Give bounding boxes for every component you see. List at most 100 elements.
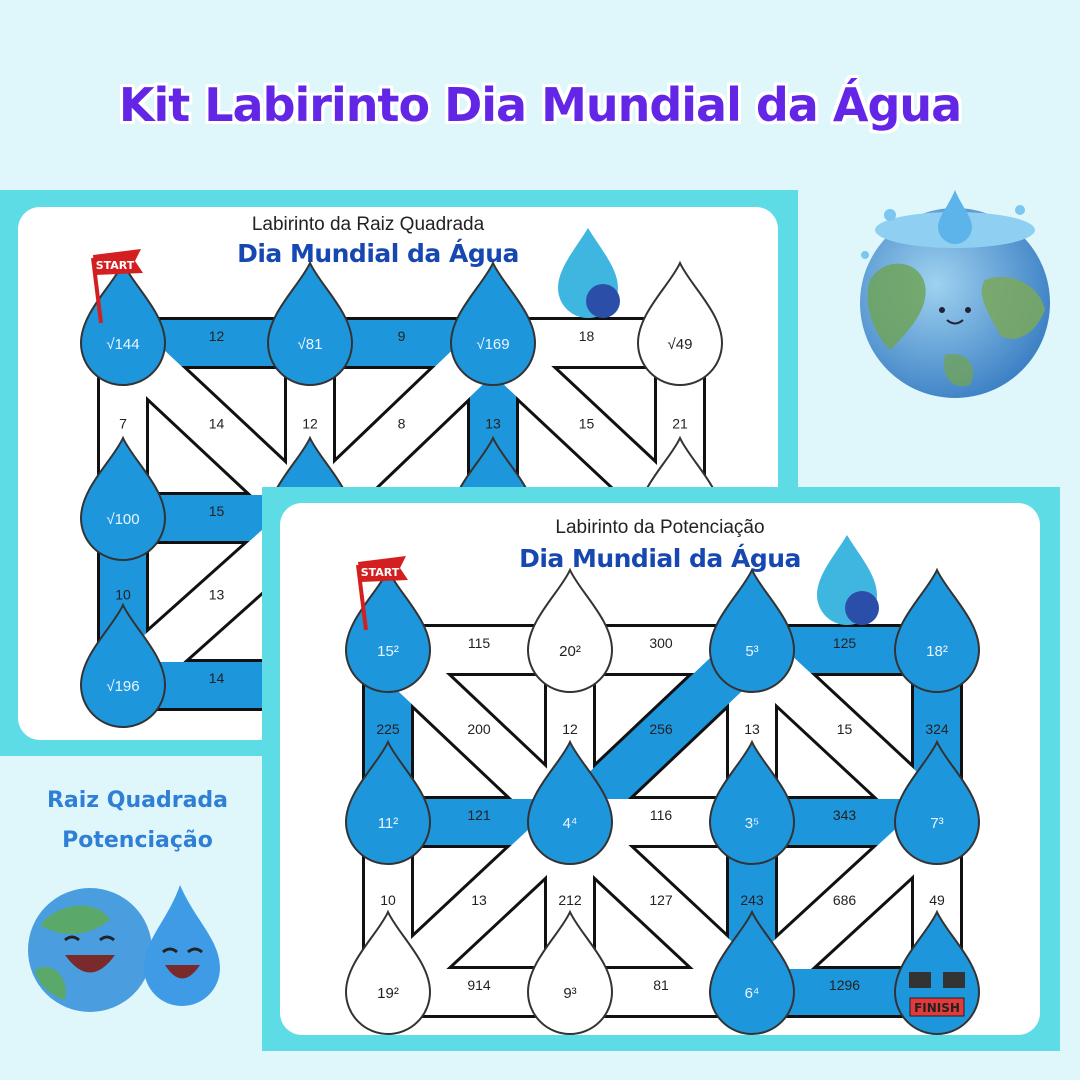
start-flag-icon: START bbox=[356, 556, 408, 631]
maze-node-label: √196 bbox=[106, 678, 139, 695]
card-heading: Dia Mundial da Água bbox=[519, 544, 801, 573]
water-drop-node bbox=[893, 739, 981, 865]
maze-path-label: 15 bbox=[837, 721, 853, 737]
maze-path-label: 13 bbox=[209, 587, 225, 603]
maze-path-label: 300 bbox=[649, 635, 673, 651]
maze-path-label: 10 bbox=[380, 892, 396, 908]
water-drop-node bbox=[708, 567, 796, 693]
maze-node-label: 5³ bbox=[745, 643, 758, 660]
card-heading: Dia Mundial da Água bbox=[237, 239, 519, 268]
maze-exponent: 115 300 125 225 12 13 324 200 256 15 121 116 343 10 21… bbox=[344, 535, 981, 1035]
maze-node-label: 9³ bbox=[563, 985, 576, 1002]
water-drop-node bbox=[893, 567, 981, 693]
maze-path-label: 18 bbox=[579, 328, 595, 344]
maze-node-label: 6⁴ bbox=[745, 985, 760, 1002]
maze-path-label: 10 bbox=[115, 587, 131, 603]
water-drop-node bbox=[79, 602, 167, 728]
maze-path-label: 15 bbox=[209, 503, 225, 519]
side-label-exponent: Potenciação bbox=[62, 828, 213, 853]
maze-path-label: 8 bbox=[398, 416, 406, 432]
maze-path-label: 12 bbox=[209, 328, 225, 344]
maze-node-label: 19² bbox=[377, 985, 399, 1002]
maze-path-label: 15 bbox=[579, 416, 595, 432]
maze-path-label: 914 bbox=[467, 977, 491, 993]
maze-node-label: √169 bbox=[476, 336, 509, 353]
mascot-globe bbox=[845, 591, 879, 625]
maze-path-label: 13 bbox=[471, 892, 487, 908]
maze-node-label: √81 bbox=[298, 336, 323, 353]
mascot-globe bbox=[586, 284, 620, 318]
maze-path-label: 125 bbox=[833, 635, 857, 651]
water-drop-node bbox=[79, 260, 167, 386]
maze-path-label: 49 bbox=[929, 892, 945, 908]
card-subtitle: Labirinto da Raiz Quadrada bbox=[251, 214, 485, 235]
maze-path-label: 13 bbox=[485, 416, 501, 432]
maze-card-exponent: Labirinto da Potenciação Dia Mundial da … bbox=[280, 503, 1040, 1035]
maze-node-label: 20² bbox=[559, 643, 581, 660]
maze-path-label: 116 bbox=[650, 807, 673, 823]
water-drop-node bbox=[449, 260, 537, 386]
maze-node-label: 15² bbox=[377, 643, 399, 660]
water-drop-node bbox=[344, 739, 432, 865]
maze-path-label: 243 bbox=[740, 892, 764, 908]
earth-splash-illustration bbox=[860, 190, 1050, 398]
checkered-flag bbox=[909, 972, 931, 988]
maze-path-label: 14 bbox=[209, 416, 225, 432]
maze-node-label: √144 bbox=[106, 336, 139, 353]
start-label: START bbox=[361, 566, 400, 579]
flag-cloth bbox=[358, 556, 408, 582]
flag-pole bbox=[91, 257, 103, 324]
maze-node-label: 18² bbox=[926, 643, 948, 660]
finish-flag-icon: FINISH bbox=[909, 972, 965, 1017]
water-drop-node bbox=[708, 909, 796, 1035]
finish-sign bbox=[909, 997, 965, 1017]
maze-path-label: 343 bbox=[833, 807, 857, 823]
maze-path-label: 256 bbox=[649, 721, 673, 737]
water-drop-node bbox=[526, 909, 614, 1035]
water-drop-node bbox=[526, 567, 614, 693]
maze-labels: 115 300 125 225 12 13 324 200 256 15 121 116 343 10 21… bbox=[376, 635, 965, 1017]
maze-path-label: 212 bbox=[558, 892, 582, 908]
start-label: START bbox=[96, 259, 135, 272]
checkered-flag bbox=[943, 972, 965, 988]
flag-pole bbox=[356, 564, 368, 631]
maze-node-label: √49 bbox=[668, 336, 693, 353]
maze-path-label: 200 bbox=[467, 721, 491, 737]
water-drop-node bbox=[636, 260, 724, 386]
maze-path-label: 127 bbox=[649, 892, 673, 908]
maze-path-label: 12 bbox=[302, 416, 318, 432]
maze-path-label: 121 bbox=[467, 807, 491, 823]
maze-node-label: 4⁴ bbox=[563, 815, 578, 832]
maze-node-label: 7³ bbox=[930, 815, 943, 832]
page-title: Kit Labirinto Dia Mundial da Água bbox=[118, 78, 962, 132]
finish-label: FINISH bbox=[914, 1001, 960, 1015]
water-drop-node bbox=[526, 739, 614, 865]
water-drop-node bbox=[344, 909, 432, 1035]
maze-path-label: 13 bbox=[744, 721, 760, 737]
water-drop-node bbox=[266, 260, 354, 386]
maze-path-label: 686 bbox=[833, 892, 857, 908]
water-drop-mascot-icon bbox=[558, 228, 620, 318]
maze-path-label: 7 bbox=[119, 416, 127, 432]
card-subtitle: Labirinto da Potenciação bbox=[555, 517, 765, 538]
maze-node-label: 11² bbox=[378, 815, 399, 832]
maze-path-label: 1296 bbox=[829, 977, 860, 993]
maze-path-label: 9 bbox=[398, 328, 406, 344]
water-drop-node bbox=[344, 567, 432, 693]
start-flag-icon: START bbox=[91, 249, 143, 324]
maze-path-label: 14 bbox=[209, 670, 225, 686]
side-label-square-root: Raiz Quadrada bbox=[46, 788, 229, 813]
water-drop-mascot-icon bbox=[817, 535, 879, 625]
maze-path-label: 115 bbox=[468, 635, 491, 651]
maze-node-label: 3⁵ bbox=[745, 815, 760, 832]
earth-and-drop-characters bbox=[28, 885, 220, 1012]
maze-node-label: √100 bbox=[106, 511, 139, 528]
water-drop-node bbox=[708, 739, 796, 865]
flag-cloth bbox=[93, 249, 143, 275]
maze-path-label: 324 bbox=[925, 721, 949, 737]
maze-path-label: 81 bbox=[653, 977, 669, 993]
maze-path-label: 12 bbox=[562, 721, 578, 737]
water-drop-node bbox=[79, 435, 167, 561]
maze-path-label: 225 bbox=[376, 721, 400, 737]
